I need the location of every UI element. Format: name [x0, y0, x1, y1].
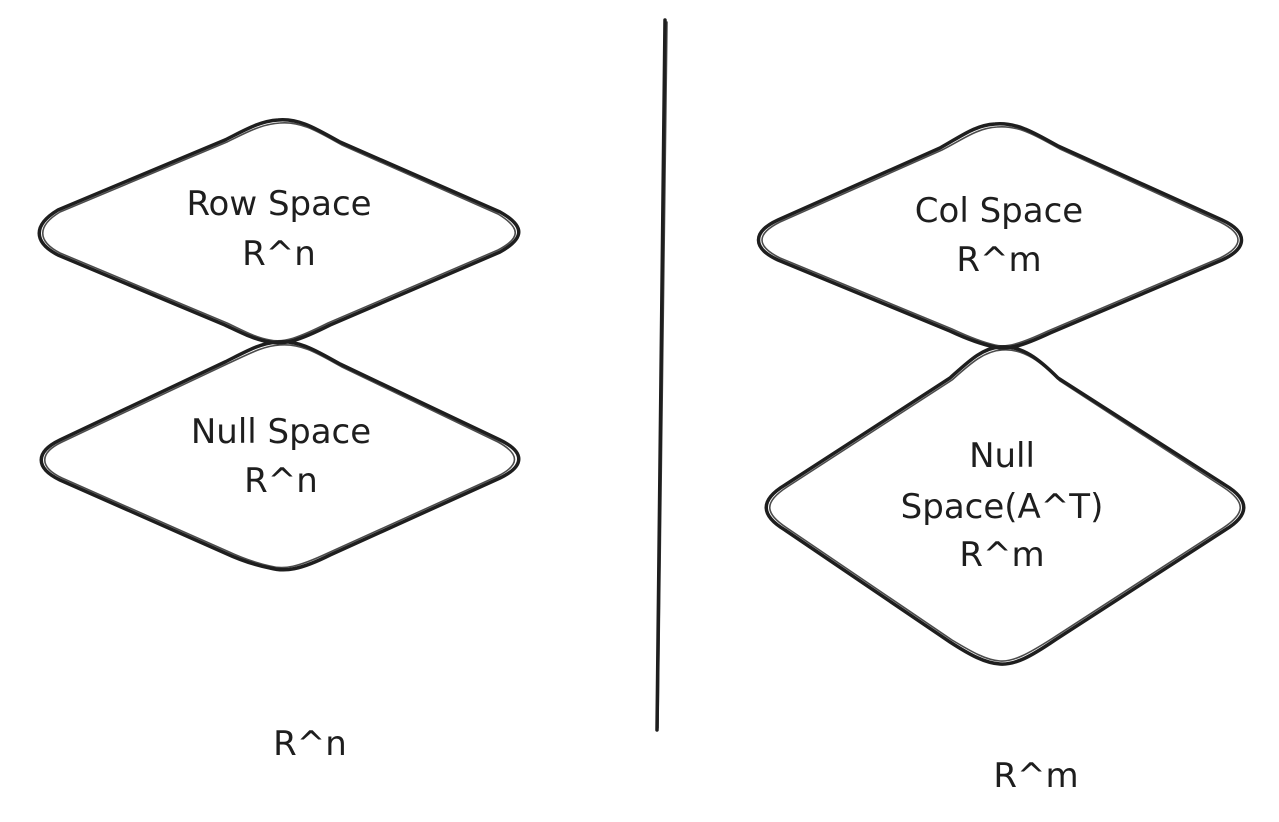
left-null-space-label-2: Space(A^T) — [901, 487, 1104, 527]
row-space-diamond[interactable] — [37, 118, 521, 345]
null-space-dimension: R^n — [244, 461, 318, 501]
left-null-space-label: Null — [969, 436, 1035, 476]
row-space-label: Row Space — [186, 184, 371, 224]
col-space-label: Col Space — [915, 191, 1083, 231]
left-null-space-dimension: R^m — [959, 535, 1044, 575]
divider-line-sketch — [657, 21, 668, 729]
col-space-dimension: R^m — [956, 240, 1041, 280]
left-null-space-diamond[interactable] — [764, 345, 1246, 666]
divider-line[interactable] — [655, 18, 667, 732]
null-space-label: Null Space — [191, 412, 371, 452]
right-space-caption: R^m — [993, 756, 1078, 796]
col-space-diamond[interactable] — [756, 122, 1244, 350]
row-space-dimension: R^n — [242, 234, 316, 274]
left-space-caption: R^n — [273, 724, 347, 764]
null-space-diamond[interactable] — [39, 340, 521, 572]
